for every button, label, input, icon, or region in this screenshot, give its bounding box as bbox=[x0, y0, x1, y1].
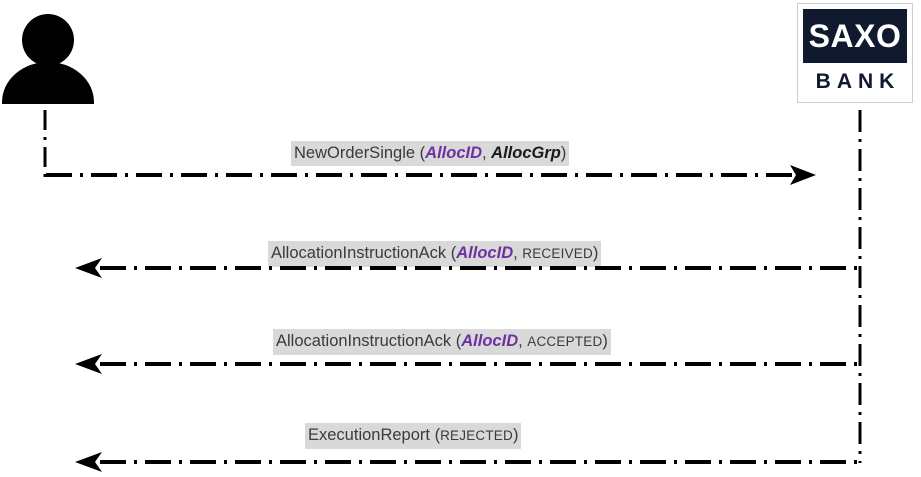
message-label-3: AllocationInstructionAck (AllocID, ACCEP… bbox=[273, 329, 611, 355]
saxo-logo-secondary-text: BANK bbox=[815, 69, 901, 93]
message-2-param-status: RECEIVED bbox=[522, 246, 593, 261]
message-3-close-paren: ) bbox=[602, 332, 608, 350]
message-arrow-2 bbox=[70, 255, 865, 281]
lifeline-saxo-bank bbox=[851, 110, 871, 465]
message-4-param-status: REJECTED bbox=[440, 428, 513, 443]
message-4-name: ExecutionReport bbox=[308, 426, 430, 444]
message-1-name: NewOrderSingle bbox=[294, 144, 416, 162]
saxo-logo-primary: SAXO bbox=[803, 9, 907, 63]
message-3-open-paren: ( bbox=[451, 332, 462, 350]
message-3-param-allocid: AllocID bbox=[461, 332, 519, 350]
lifeline-client bbox=[36, 110, 56, 182]
message-3-name: AllocationInstructionAck bbox=[276, 332, 452, 350]
message-1-param-sep: , bbox=[482, 144, 492, 162]
saxo-bank-logo: SAXO BANK bbox=[797, 3, 913, 103]
message-2-name: AllocationInstructionAck bbox=[271, 244, 447, 262]
message-arrow-4 bbox=[70, 449, 865, 475]
person-icon-head bbox=[22, 14, 74, 66]
message-2-open-paren: ( bbox=[446, 244, 457, 262]
message-label-4: ExecutionReport (REJECTED) bbox=[305, 423, 522, 449]
message-1-param-allocid: AllocID bbox=[425, 144, 482, 162]
saxo-logo-secondary: BANK bbox=[803, 66, 907, 96]
message-1-param-allocgrp: AllocGrp bbox=[491, 144, 561, 162]
message-arrow-1 bbox=[38, 162, 828, 188]
person-icon-body bbox=[2, 62, 94, 104]
message-2-close-paren: ) bbox=[592, 244, 599, 262]
message-4-open-paren: ( bbox=[430, 426, 441, 444]
message-2-param-sep: , bbox=[513, 244, 523, 262]
message-4-close-paren: ) bbox=[512, 426, 519, 444]
message-3-param-status: ACCEPTED bbox=[527, 334, 603, 349]
message-label-1: NewOrderSingle (AllocID, AllocGrp) bbox=[291, 141, 570, 166]
message-label-2: AllocationInstructionAck (AllocID, RECEI… bbox=[268, 241, 602, 267]
message-2-param-allocid: AllocID bbox=[456, 244, 514, 262]
actor-client bbox=[0, 4, 96, 108]
message-1-close-paren: ) bbox=[560, 144, 567, 162]
saxo-logo-primary-text: SAXO bbox=[808, 18, 902, 54]
message-1-open-paren: ( bbox=[415, 144, 426, 162]
message-arrow-3 bbox=[70, 351, 865, 377]
message-3-param-sep: , bbox=[518, 332, 528, 350]
